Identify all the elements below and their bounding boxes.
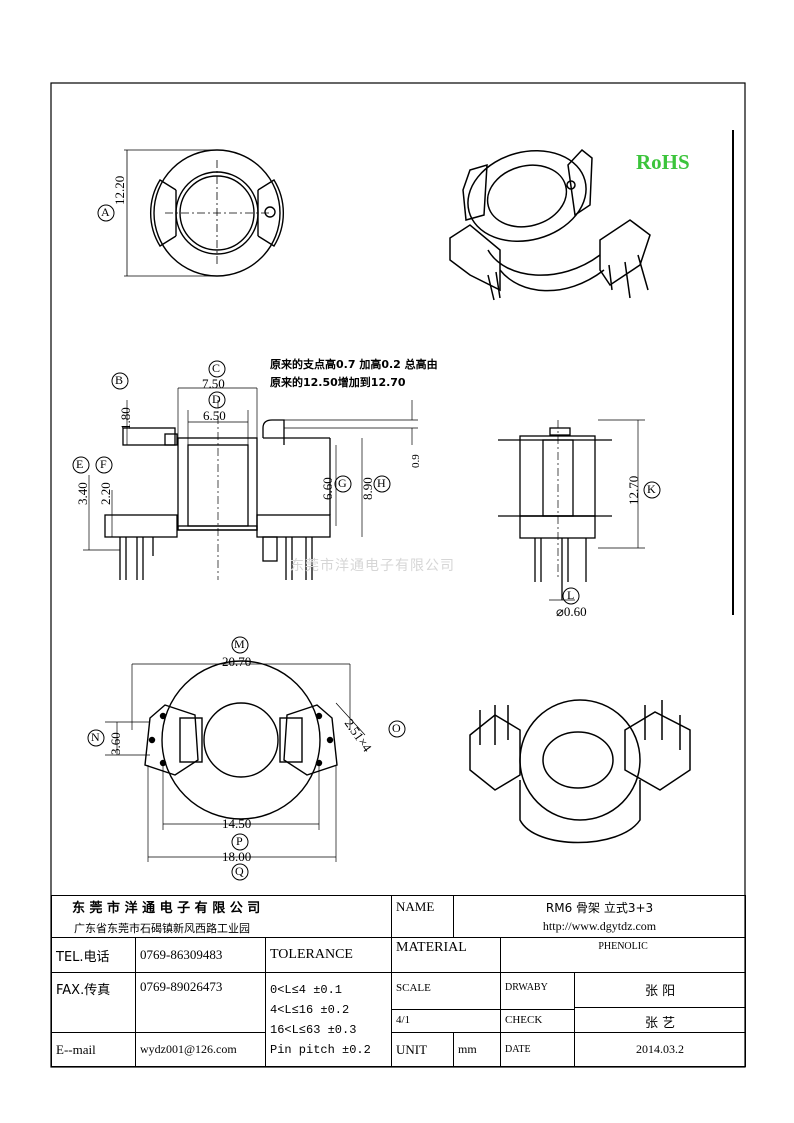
company-cell: 东 莞 市 洋 通 电 子 有 限 公 司 广东省东莞市石碣镇新风西路工业园	[50, 895, 393, 938]
fax-label: FAX.传真	[51, 972, 136, 1033]
tolerance-row-3: 16<L≤63 ±0.3	[270, 1022, 357, 1037]
letter-h: H	[377, 476, 386, 490]
dimension-letter-markers	[72, 204, 661, 881]
drawn-label: DRWABY	[501, 976, 575, 1010]
dim-c: 7.50	[202, 376, 225, 391]
tel-value: 0769-86309483	[135, 937, 266, 973]
dim-g: 6.60	[320, 477, 335, 500]
letter-g: G	[338, 476, 347, 490]
dim-k: 12.70	[626, 475, 641, 505]
letter-m: M	[234, 637, 245, 651]
dim-a: 12.20	[112, 175, 127, 205]
letter-d: D	[212, 392, 221, 406]
tolerance-label: TOLERANCE	[264, 937, 393, 973]
unit-value: mm	[453, 1032, 502, 1067]
letter-o: O	[392, 721, 401, 735]
letter-e: E	[76, 457, 84, 471]
fax-value: 0769-89026473	[135, 972, 266, 1033]
drawn-check-labels: DRWABY CHECK	[500, 972, 576, 1033]
drawn-value: 张 阳	[575, 974, 746, 1008]
check-value: 张 艺	[644, 1016, 676, 1031]
name-label-cell: NAME	[391, 895, 455, 938]
material-value: PHENOLIC	[500, 937, 747, 973]
front-view	[83, 387, 418, 580]
date-label: DATE	[500, 1032, 576, 1067]
company-address: 广东省东莞市石碣镇新风西路工业园	[74, 922, 250, 935]
drawn-check-values: 张 阳 张 艺	[574, 972, 747, 1033]
dim-h: 8.90	[360, 477, 375, 500]
name-value-cell: RM6 骨架 立式3+3 http://www.dgytdz.com	[453, 895, 747, 938]
dim-q: 18.00	[222, 849, 252, 864]
isometric-view-bottom	[469, 699, 691, 844]
letter-n: N	[91, 730, 100, 744]
dim-e: 3.40	[75, 482, 90, 505]
letter-a: A	[101, 205, 110, 219]
scale-label: SCALE	[392, 976, 501, 1010]
date-value: 2014.03.2	[574, 1032, 747, 1067]
scale-cell: SCALE 4/1	[391, 972, 502, 1033]
letter-c: C	[212, 361, 221, 375]
unit-label: UNIT	[391, 1032, 455, 1067]
tolerance-row-2: 4<L≤16 ±0.2	[270, 1002, 350, 1017]
part-name: RM6 骨架 立式3+3	[545, 901, 654, 915]
side-view	[498, 419, 645, 601]
letter-q: Q	[235, 864, 244, 878]
letter-k: K	[647, 482, 656, 496]
dim-f: 2.20	[98, 482, 113, 505]
revision-note-line2: 原来的12.50增加到12.70	[270, 376, 406, 389]
material-label: MATERIAL	[391, 937, 502, 973]
check-label: CHECK	[505, 1013, 543, 1026]
dim-l: ⌀0.60	[556, 604, 587, 619]
dim-m: 20.70	[222, 654, 252, 669]
letter-b: B	[115, 373, 124, 387]
dim-p: 14.50	[222, 816, 252, 831]
website-link[interactable]: http://www.dgytdz.com	[542, 919, 657, 933]
tolerance-table: 0<L≤4 ±0.1 4<L≤16 ±0.2 16<L≤63 ±0.3 Pin …	[264, 972, 393, 1067]
rohs-mark: RoHS	[636, 150, 690, 174]
letter-f: F	[100, 457, 107, 471]
title-block: 东 莞 市 洋 通 电 子 有 限 公 司 广东省东莞市石碣镇新风西路工业园 N…	[50, 895, 747, 1067]
company-name: 东 莞 市 洋 通 电 子 有 限 公 司	[72, 901, 261, 916]
email-value: wydz001@126.com	[135, 1032, 266, 1067]
tolerance-row-4: Pin pitch ±0.2	[270, 1042, 371, 1057]
revision-note-line1: 原来的支点高0.7 加高0.2 总高由	[270, 358, 438, 371]
top-view	[124, 149, 284, 277]
dim-0-9: 0.9	[410, 454, 422, 468]
letter-p: P	[236, 834, 243, 848]
bottom-view	[105, 660, 366, 862]
drawing-frame	[50, 82, 746, 1068]
scale-value: 4/1	[396, 1013, 411, 1026]
isometric-view-top	[449, 148, 651, 301]
letter-l: L	[567, 588, 575, 602]
tel-label: TEL.电话	[51, 937, 136, 973]
email-label: E--mail	[51, 1032, 136, 1067]
dim-b: 1.80	[118, 407, 133, 430]
dim-d: 6.50	[203, 408, 226, 423]
tolerance-row-1: 0<L≤4 ±0.1	[270, 982, 343, 997]
dim-n: 3.60	[108, 732, 123, 755]
watermark: 东莞市洋通电子有限公司	[290, 558, 455, 574]
name-label: NAME	[396, 899, 435, 914]
